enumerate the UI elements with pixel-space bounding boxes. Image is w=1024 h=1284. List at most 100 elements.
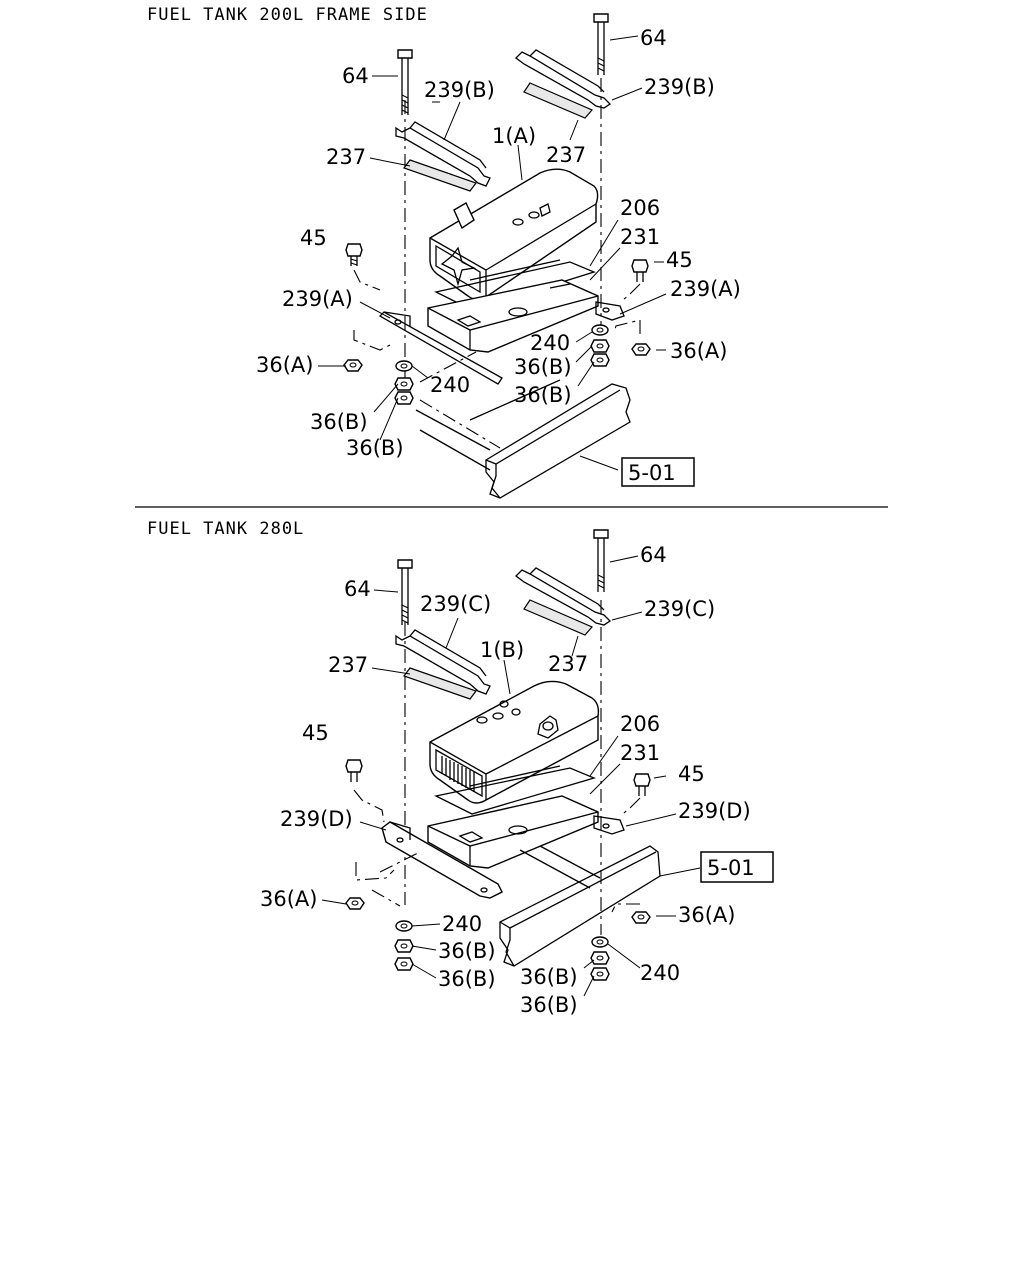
bolt-64-left[interactable] (397, 49, 413, 115)
label-240-left: 240 (430, 373, 470, 397)
leader-45-right (619, 797, 641, 817)
label-36a-right: 36(A) (678, 903, 735, 927)
frame-dash-1 (419, 399, 501, 449)
label-239c-left: 239(C) (420, 592, 491, 616)
bracket-left-239d[interactable] (381, 821, 503, 899)
pad-left[interactable] (403, 667, 477, 700)
label-239d-right: 239(D) (678, 799, 751, 823)
label-239d-left: 239(D) (280, 807, 353, 831)
bolt-64-right[interactable] (593, 529, 609, 592)
label-231: 231 (620, 741, 660, 765)
band-left[interactable] (395, 629, 491, 695)
nut-36b-left-2[interactable] (394, 957, 414, 971)
washer-240-left[interactable] (395, 920, 413, 932)
washer-240-right[interactable] (591, 936, 609, 948)
nut-36b-left-1[interactable] (394, 377, 414, 391)
frame-cross-2 (419, 429, 491, 471)
label-240-right: 240 (530, 331, 570, 355)
part-206-pad[interactable] (434, 765, 596, 815)
bolt-64-left[interactable] (397, 559, 413, 625)
bolt-45-right[interactable] (631, 259, 649, 282)
label-64-right: 64 (640, 543, 667, 567)
fuel-tank-280l[interactable] (429, 680, 600, 804)
label-237-left: 237 (328, 653, 368, 677)
section-200l: FUEL TANK 200L FRAME SIDE (147, 5, 741, 499)
leader-45-left (353, 789, 385, 823)
bolt-64-right[interactable] (593, 13, 609, 75)
label-240-left: 240 (442, 912, 482, 936)
label-36b-right-1: 36(B) (520, 965, 578, 989)
frame-dash-2 (371, 889, 401, 907)
ref-box-label: 5-01 (628, 461, 676, 485)
nut-36a-left[interactable] (345, 897, 365, 910)
bolt-45-left[interactable] (345, 243, 363, 266)
label-1b: 1(B) (480, 638, 524, 662)
pad-right[interactable] (523, 82, 593, 119)
nut-36b-left-2[interactable] (394, 391, 414, 405)
section-title: FUEL TANK 200L FRAME SIDE (147, 5, 428, 25)
bracket-right-239a[interactable] (595, 301, 625, 321)
nut-36b-right-1[interactable] (590, 339, 610, 353)
ref-box-label: 5-01 (707, 856, 755, 880)
label-239c-right: 239(C) (644, 597, 715, 621)
label-239b-left: 239(B) (424, 78, 495, 102)
nut-36b-right-1[interactable] (590, 951, 610, 965)
ref-box-5-01-top[interactable]: 5-01 (621, 457, 695, 487)
label-64-left: 64 (344, 577, 371, 601)
nut-36b-right-2[interactable] (590, 353, 610, 367)
label-45-left: 45 (302, 721, 329, 745)
label-36a-right: 36(A) (670, 339, 727, 363)
labels-280l: 64 64 239(C) 239(C) 1(B) 237 237 206 231… (260, 543, 751, 1017)
label-45-right: 45 (666, 248, 693, 272)
leader-36a-left (355, 862, 395, 881)
label-1a: 1(A) (492, 124, 536, 148)
section-280l: FUEL TANK 280L (147, 519, 774, 1017)
leader-lines-2 (321, 555, 701, 997)
pad-right[interactable] (523, 599, 593, 636)
label-36b-left-2: 36(B) (346, 436, 404, 460)
fuel-tank-200l[interactable] (429, 168, 599, 300)
band-right[interactable] (515, 567, 612, 626)
nut-36b-right-2[interactable] (590, 967, 610, 981)
frame-rail[interactable] (485, 383, 631, 499)
label-36b-right-2: 36(B) (520, 993, 578, 1017)
frame-dash-1 (379, 851, 421, 873)
frame-cross-1 (519, 849, 591, 889)
band-right[interactable] (515, 49, 612, 109)
bolt-45-right[interactable] (633, 773, 651, 796)
ref-box-5-01-bottom[interactable]: 5-01 (700, 851, 774, 883)
label-45-left: 45 (300, 226, 327, 250)
label-231: 231 (620, 225, 660, 249)
label-36a-left: 36(A) (256, 353, 313, 377)
nut-36a-left[interactable] (343, 359, 363, 372)
nut-36b-left-1[interactable] (394, 939, 414, 953)
label-237-right: 237 (548, 652, 588, 676)
pad-left[interactable] (403, 159, 477, 192)
label-237-right: 237 (546, 143, 586, 167)
leader-36a-left (353, 330, 393, 351)
washer-240-left[interactable] (395, 360, 413, 372)
frame-dash-2 (419, 351, 477, 383)
leader-36a-right (613, 319, 641, 334)
section-title: FUEL TANK 280L (147, 519, 304, 539)
label-64-left: 64 (342, 64, 369, 88)
bracket-right-239d[interactable] (593, 815, 625, 835)
bolt-45-left[interactable] (345, 759, 363, 782)
part-231-tray[interactable] (427, 279, 599, 353)
label-206: 206 (620, 196, 660, 220)
washer-240-right[interactable] (591, 324, 609, 336)
leader-36a-right (611, 903, 640, 913)
band-left[interactable] (395, 121, 491, 187)
label-206: 206 (620, 712, 660, 736)
nut-36a-right[interactable] (631, 343, 651, 356)
part-231-tray[interactable] (427, 795, 599, 869)
nut-36a-right[interactable] (631, 911, 651, 924)
frame-rail[interactable] (499, 845, 661, 967)
label-36a-left: 36(A) (260, 887, 317, 911)
label-237-left: 237 (326, 145, 366, 169)
bracket-left-239a[interactable] (378, 311, 503, 385)
leader-45-left (353, 269, 381, 291)
frame-cross-2 (539, 845, 601, 879)
